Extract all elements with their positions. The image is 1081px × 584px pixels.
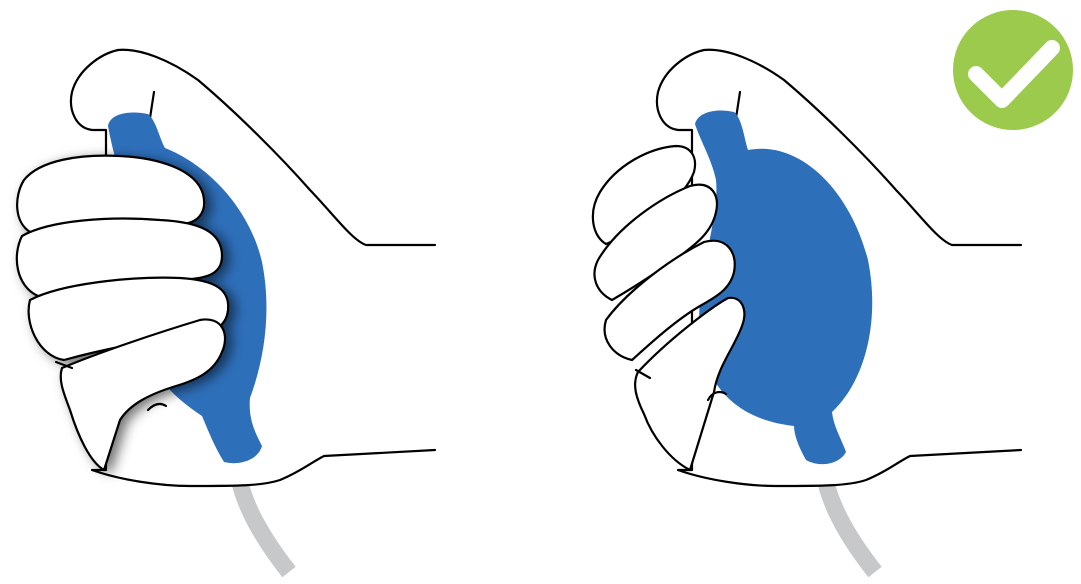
check-badge bbox=[953, 10, 1073, 130]
correct-grip-panel bbox=[593, 50, 1021, 572]
incorrect-grip-panel bbox=[17, 50, 435, 572]
